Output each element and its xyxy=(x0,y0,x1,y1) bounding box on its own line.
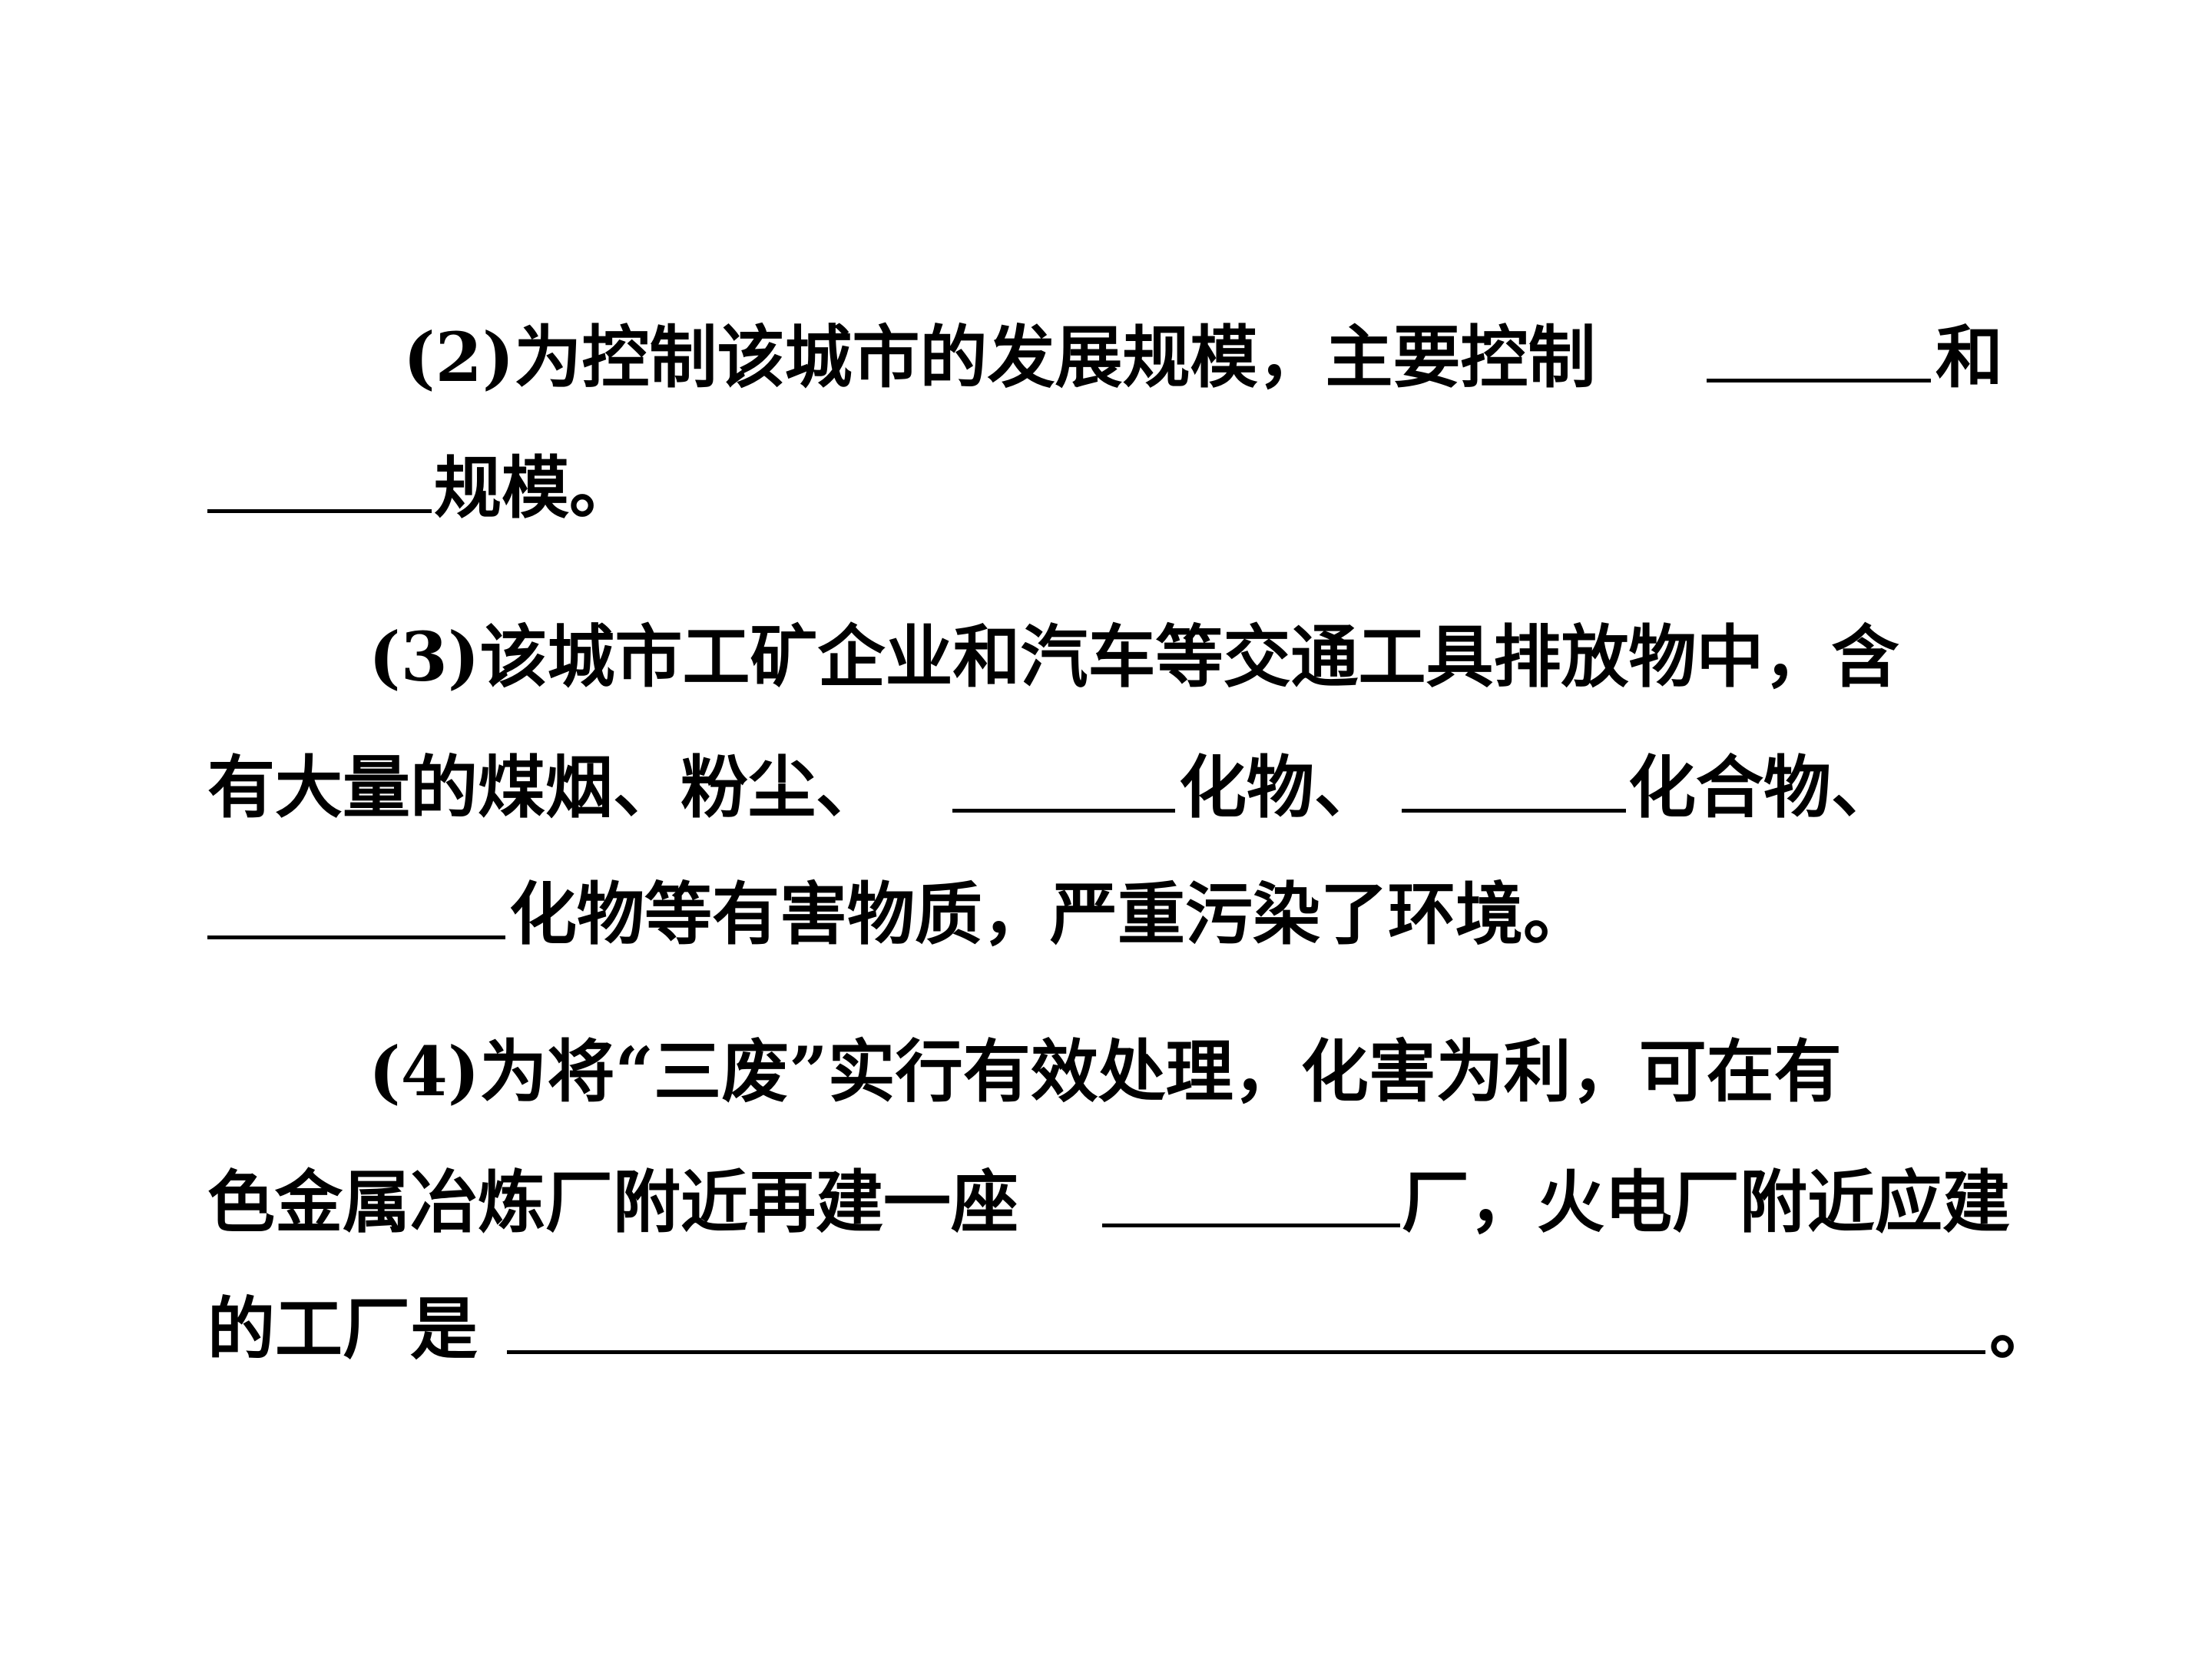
q3-line-1: (3)该城市工矿企业和汽车等交通工具排放物中，含 xyxy=(0,611,2212,703)
q4-text-a: 色金属冶炼厂附近再建一座 xyxy=(207,1162,1019,1242)
q2-ending-text: 规模。 xyxy=(434,448,637,528)
q3-line-2: 有大量的煤烟、粉尘、 化物、 化合物、 xyxy=(0,741,2212,833)
q3-text-c: 化合物、 xyxy=(1628,747,1899,827)
q4-line-1: (4)为将“三废”实行有效处理，化害为利，可在有 xyxy=(0,1025,2212,1118)
q4-text-b: 厂，火电厂附近应建 xyxy=(1402,1162,2011,1242)
q2-connector-text: 和 xyxy=(1936,317,2004,397)
q3-prompt-text: (3)该城市工矿企业和汽车等交通工具排放物中，含 xyxy=(369,617,1899,697)
q3-blank-2[interactable] xyxy=(1402,741,1626,813)
q3-ending-text: 化物等有害物质，严重污染了环境。 xyxy=(509,874,1591,954)
q4-blank-2[interactable] xyxy=(507,1283,1985,1354)
q4-ending-text: 。 xyxy=(1989,1289,2058,1369)
q3-blank-3[interactable] xyxy=(207,868,505,939)
q2-line-1: (2)为控制该城市的发展规模，主要控制 和 xyxy=(0,311,2212,403)
q3-line-3: 化物等有害物质，严重污染了环境。 xyxy=(0,868,2212,960)
q4-text-c: 的工厂是 xyxy=(207,1289,478,1369)
q2-prompt-text: (2)为控制该城市的发展规模，主要控制 xyxy=(403,317,1596,397)
q4-line-2: 色金属冶炼厂附近再建一座 厂，火电厂附近应建 xyxy=(0,1156,2212,1248)
q2-blank-1[interactable] xyxy=(1707,311,1931,382)
q3-blank-1[interactable] xyxy=(952,741,1175,813)
q4-line-3: 的工厂是 。 xyxy=(0,1283,2212,1375)
q2-line-2: 规模。 xyxy=(0,442,2212,534)
q4-blank-1[interactable] xyxy=(1102,1156,1400,1227)
q4-prompt-text: (4)为将“三废”实行有效处理，化害为利，可在有 xyxy=(369,1031,1842,1111)
q2-blank-2[interactable] xyxy=(207,442,432,513)
q3-text-a: 有大量的煤烟、粉尘、 xyxy=(207,747,884,827)
q3-text-b: 化物、 xyxy=(1179,747,1382,827)
